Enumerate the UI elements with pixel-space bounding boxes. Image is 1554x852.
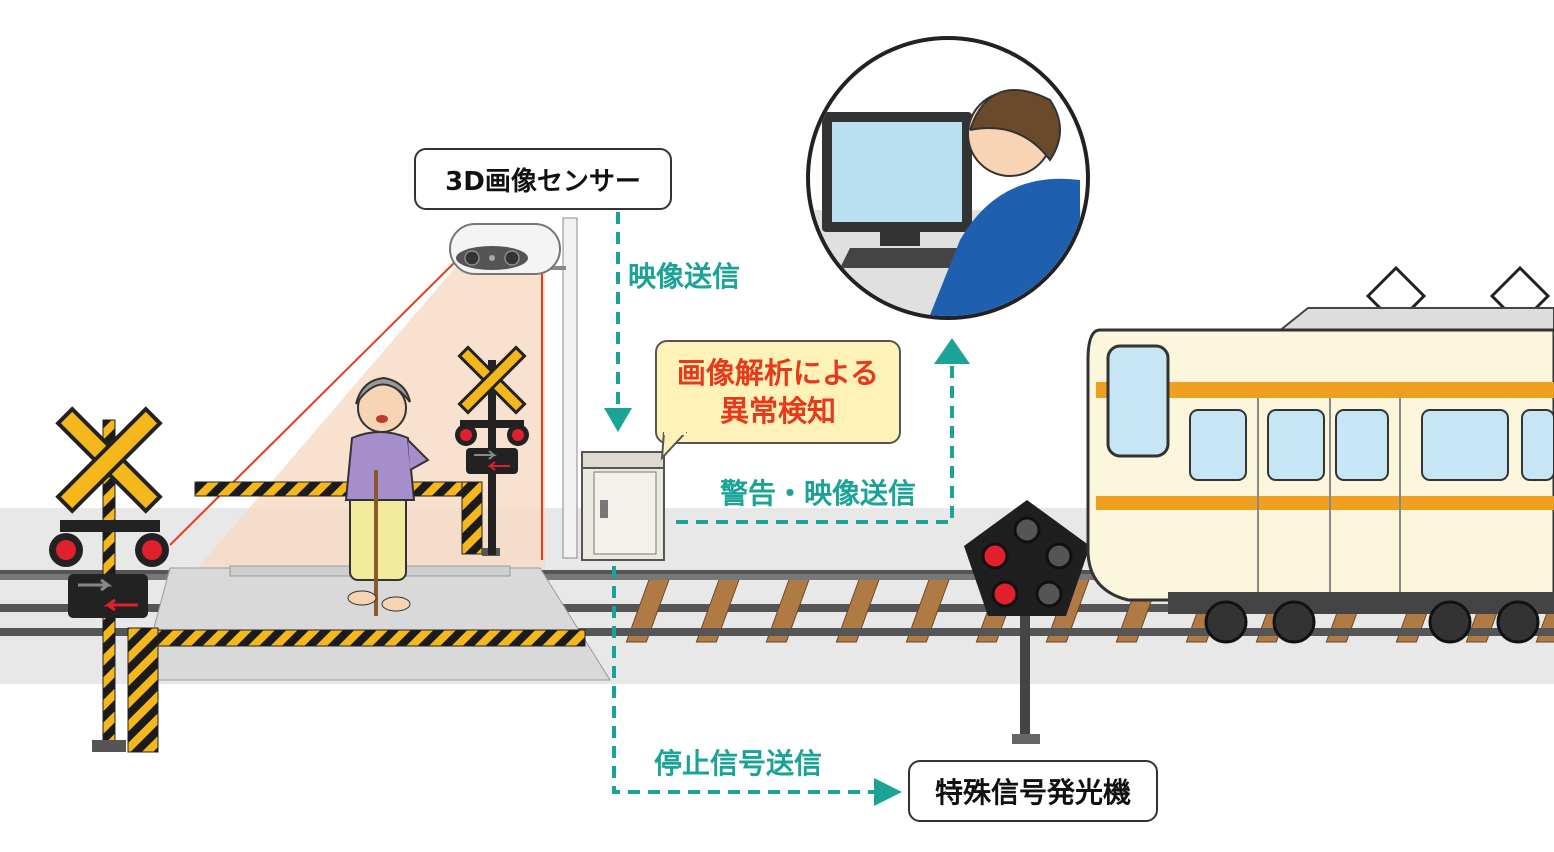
analysis-line-1: 画像解析による: [676, 356, 880, 390]
barrier-gate-icon: [127, 627, 586, 753]
video-send-label: 映像送信: [628, 260, 741, 293]
operator-icon: [806, 36, 1090, 320]
sensor-label: 3D画像センサー: [414, 148, 672, 210]
crossing-signal-icon: [49, 406, 169, 752]
stop-signal-send-label: 停止信号送信: [654, 747, 823, 780]
special-signal-label: 特殊信号発光機: [908, 760, 1158, 822]
crossing-signal-icon: [455, 345, 529, 555]
camera-sensor-icon: [449, 217, 578, 559]
analysis-line-2: 異常検知: [719, 394, 836, 428]
elderly-person-icon: [344, 376, 430, 616]
flow-arrows: [612, 212, 954, 794]
signal-light-icon: [964, 500, 1090, 744]
control-box-icon: [581, 451, 665, 561]
train-icon: [1086, 265, 1554, 644]
arrow-stop-signal: [612, 566, 876, 794]
callout-tail: [660, 432, 688, 461]
arrow-warning-send: [676, 362, 954, 524]
warning-send-label: 警告・映像送信: [720, 477, 917, 510]
analysis-callout: 画像解析による 異常検知: [655, 340, 901, 444]
